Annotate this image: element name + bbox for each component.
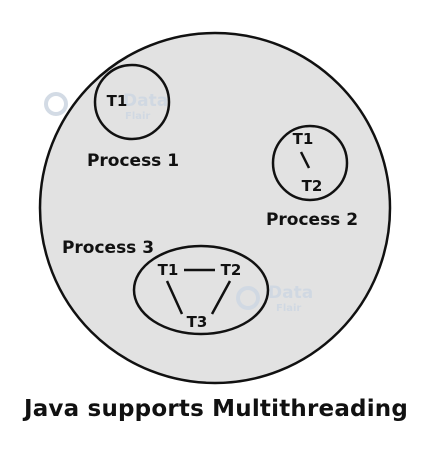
process-3-thread-1: T1 xyxy=(158,261,179,279)
process-2-thread-2: T2 xyxy=(302,177,323,195)
watermark-brand-top-2: Data xyxy=(268,283,313,303)
process-3-thread-3: T3 xyxy=(187,313,208,331)
watermark-logo-top: Data Flair xyxy=(44,91,168,122)
watermark-logo-bottom: Data Flair xyxy=(236,283,313,314)
process-3-link-t2-t3 xyxy=(210,280,232,315)
process-1-circle xyxy=(93,63,171,141)
process-3-ellipse xyxy=(132,244,270,336)
process-1-thread-1: T1 xyxy=(107,92,128,110)
process-1-label: Process 1 xyxy=(87,151,179,171)
jvm-circle xyxy=(38,31,392,385)
diagram-caption: Java supports Multithreading xyxy=(23,396,409,422)
watermark-brand-bottom: Flair xyxy=(125,111,150,122)
process-3-link-t1-t3 xyxy=(165,280,184,315)
process-2-label: Process 2 xyxy=(266,210,358,230)
watermark-brand-bottom-2: Flair xyxy=(276,303,301,314)
process-3-label: Process 3 xyxy=(62,238,154,258)
watermark-brand-top: Data xyxy=(123,91,168,111)
process-2-thread-1: T1 xyxy=(293,130,314,148)
process-2-circle xyxy=(271,124,349,202)
process-3-thread-2: T2 xyxy=(221,261,242,279)
process-2-thread-link xyxy=(299,151,311,169)
